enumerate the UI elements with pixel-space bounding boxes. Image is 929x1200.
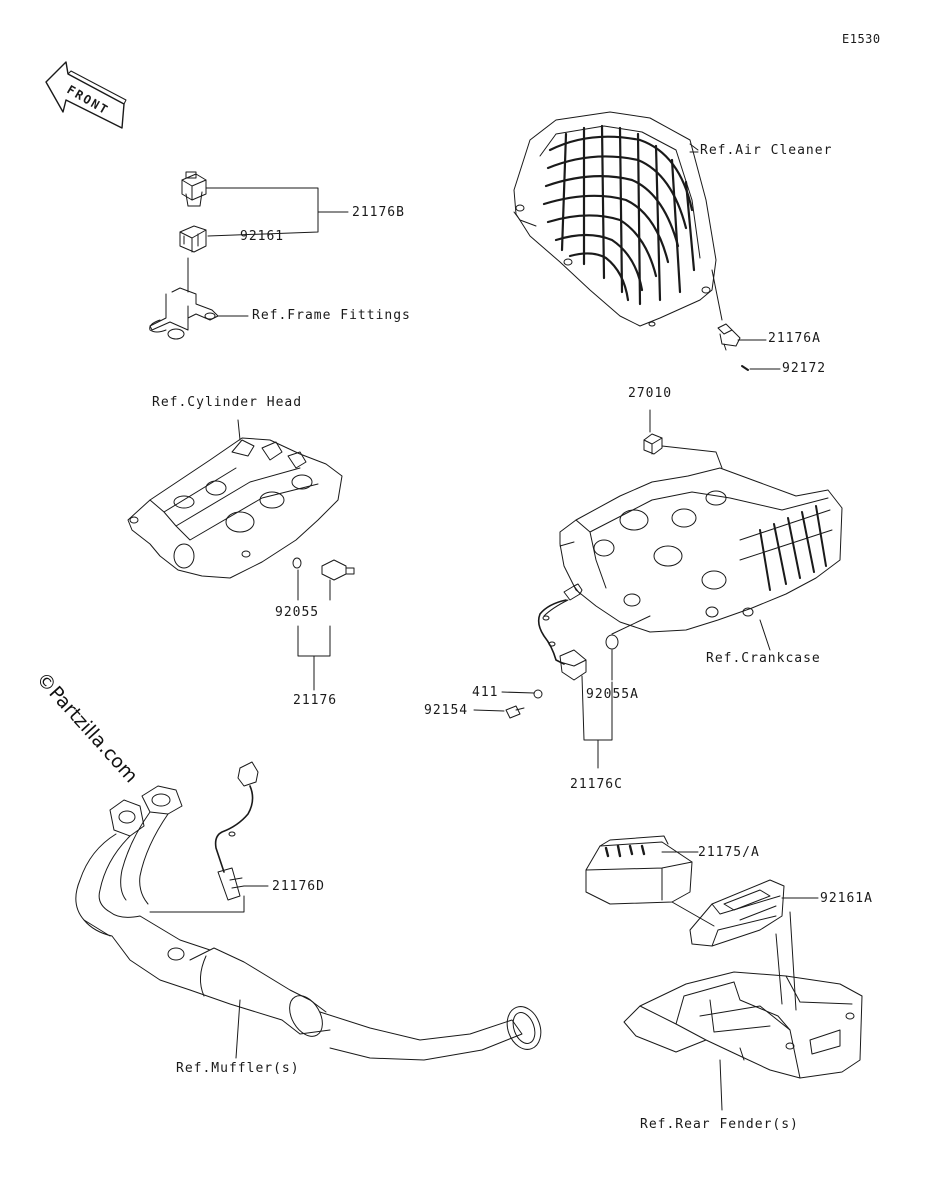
label-21176c: 21176C	[570, 777, 623, 792]
label-27010: 27010	[628, 386, 673, 401]
crankcase-part	[559, 467, 843, 633]
label-92161a: 92161A	[820, 891, 873, 906]
label-rear-fender: Ref.Rear Fender(s)	[640, 1117, 799, 1132]
label-21176d: 21176D	[272, 879, 325, 894]
bolt-92154-part	[505, 705, 525, 719]
sensor-21176-part	[321, 559, 355, 581]
label-air-cleaner: Ref.Air Cleaner	[700, 143, 833, 158]
label-92161: 92161	[240, 229, 285, 244]
label-cylinder-head: Ref.Cylinder Head	[152, 395, 303, 410]
sensor-21176a-part	[717, 323, 741, 351]
sensor-21176c-part	[537, 583, 587, 681]
label-411: 411	[472, 685, 499, 700]
label-92154: 92154	[424, 703, 469, 718]
label-muffler: Ref.Muffler(s)	[176, 1061, 300, 1076]
label-frame-fittings: Ref.Frame Fittings	[252, 308, 411, 323]
label-21176b: 21176B	[352, 205, 405, 220]
front-direction-arrow-icon: FRONT	[45, 61, 127, 129]
rear-fender-part	[623, 971, 863, 1079]
air-cleaner-part	[513, 111, 717, 327]
ecu-21175a-part	[585, 835, 693, 905]
label-crankcase: Ref.Crankcase	[706, 651, 821, 666]
label-92055a: 92055A	[586, 687, 639, 702]
frame-fitting-bracket-part	[149, 257, 219, 340]
oxygen-sensor-21176d-part	[214, 761, 259, 901]
label-21176: 21176	[293, 693, 338, 708]
label-92055: 92055	[275, 605, 320, 620]
cylinder-head-part	[127, 419, 343, 579]
diagram-code: E1530	[842, 32, 881, 46]
label-21175a: 21175/A	[698, 845, 760, 860]
washer-411-part	[533, 689, 543, 699]
ecu-bracket-92161a-part	[689, 879, 785, 947]
washer-92055a-part	[605, 634, 619, 650]
sensor-27010-part	[643, 433, 663, 455]
damper-92161-part	[179, 225, 207, 253]
washer-92055-part	[292, 557, 302, 569]
label-21176a: 21176A	[768, 331, 821, 346]
label-92172: 92172	[782, 361, 827, 376]
sensor-21176b-part	[181, 171, 207, 207]
exhaust-header-part	[75, 785, 542, 1061]
